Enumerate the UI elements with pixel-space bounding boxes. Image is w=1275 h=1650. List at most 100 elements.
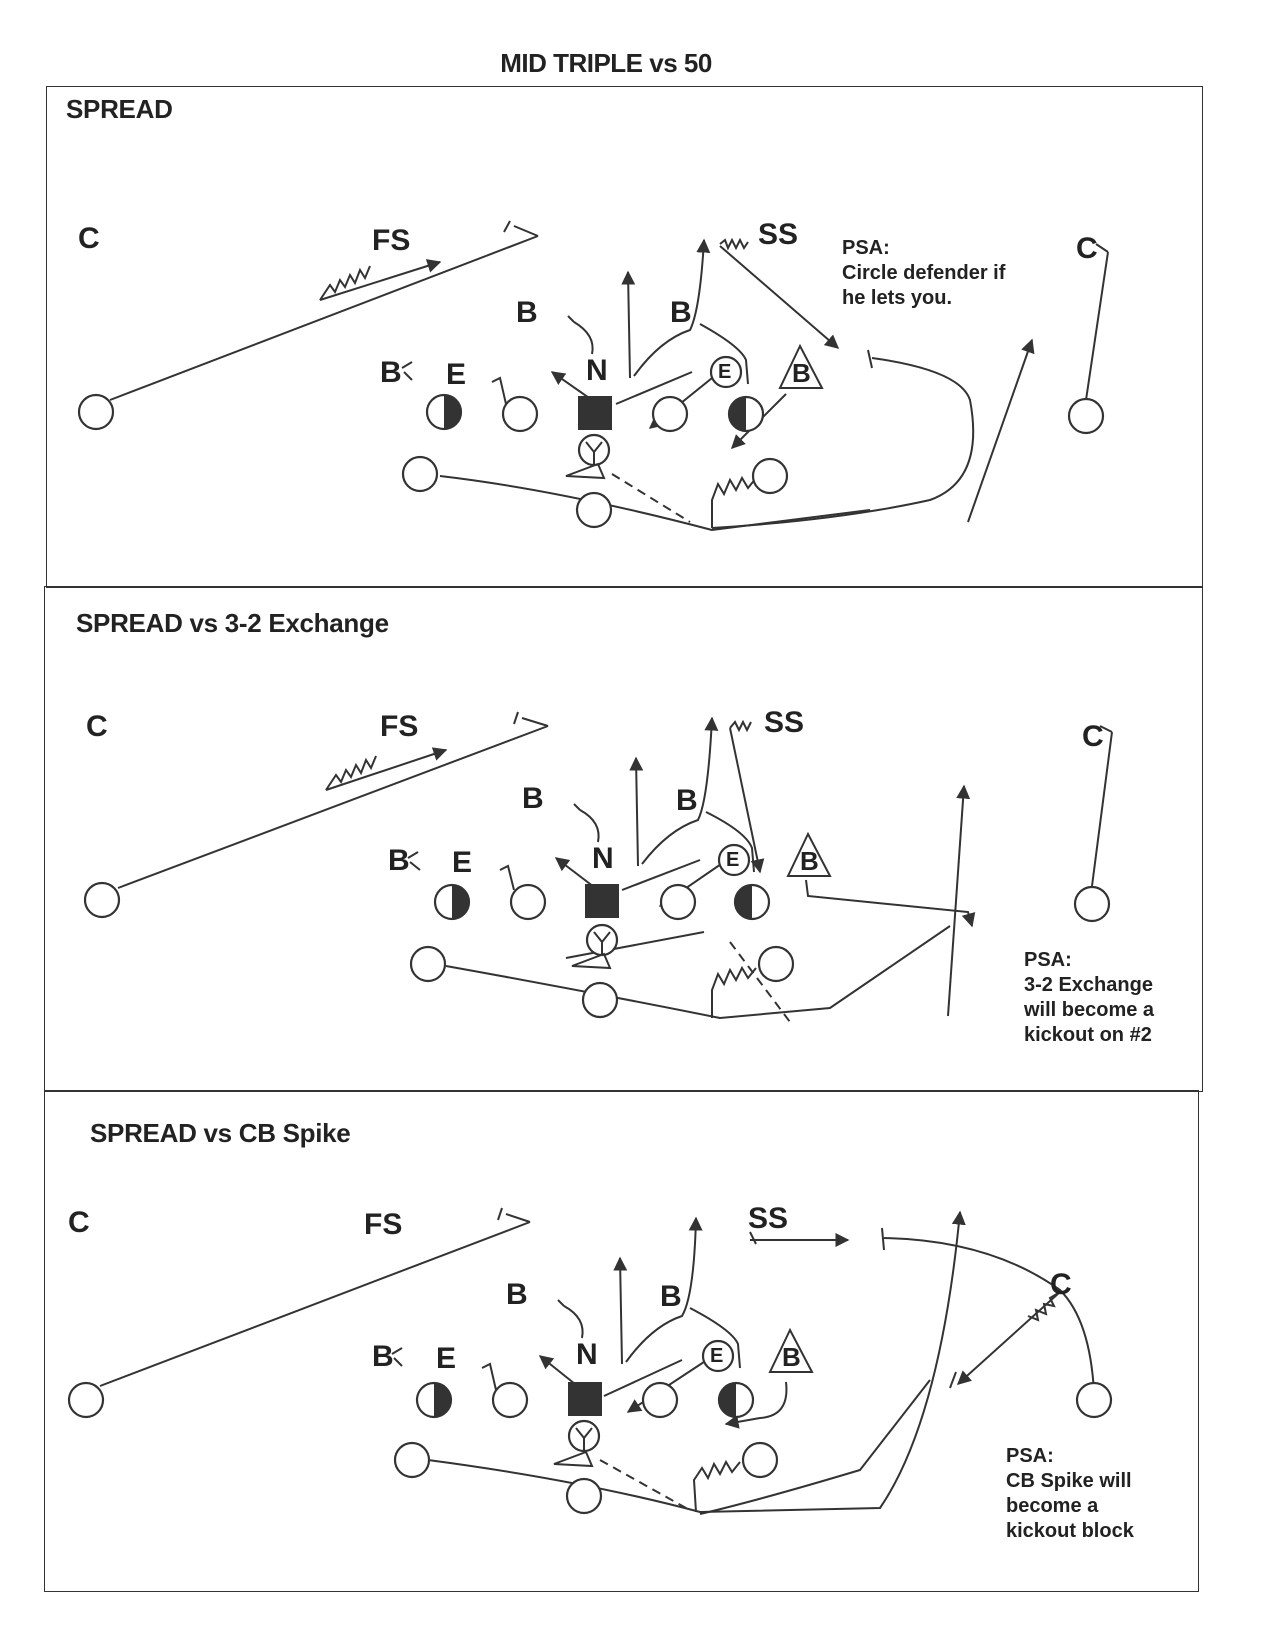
slot-left [401, 455, 439, 493]
slot-right [741, 1441, 779, 1479]
pitch-path [711, 357, 975, 529]
linebacker-right-label: B [676, 784, 698, 817]
center-release [629, 756, 644, 867]
te-seam [625, 1216, 703, 1363]
guard-block [481, 1362, 497, 1391]
end-circle [701, 1339, 735, 1373]
half-filled-marker [452, 885, 469, 919]
wr-left-route [109, 235, 539, 401]
page-title: MID TRIPLE vs 50 [500, 48, 712, 78]
block-mark [497, 1207, 531, 1223]
guard-right [651, 395, 689, 433]
half-filled-marker [719, 1383, 736, 1417]
backer-left-label: B [380, 356, 402, 389]
lb-scrape [573, 803, 600, 843]
qb-y-mark [575, 1427, 593, 1450]
linebacker-left-label: B [506, 1278, 528, 1311]
guard-block [491, 376, 507, 405]
end-left-label: E [452, 846, 473, 879]
cornerback-right-label: C [1082, 720, 1104, 753]
nose-label: N [592, 842, 614, 875]
panel-title: SPREAD vs 3-2 Exchange [76, 608, 389, 638]
b-loop [689, 1307, 741, 1369]
backer-left-label: B [388, 844, 410, 877]
end-circle [717, 843, 751, 877]
panel-2-routes [117, 711, 1113, 1023]
linebacker-left-label: B [522, 782, 544, 815]
te-seam [633, 238, 711, 377]
triangle-backer-label: B [782, 1342, 801, 1372]
wr-left-route [117, 725, 549, 889]
free-safety-label: FS [372, 224, 411, 257]
linebacker-left-label: B [516, 296, 538, 329]
slot-left-path [445, 925, 951, 1020]
strong-safety-label: SS [758, 218, 799, 251]
half-filled-marker [735, 885, 752, 919]
ss-drop [719, 245, 840, 349]
guard-right [659, 883, 697, 921]
backer-left-label: B [372, 1340, 394, 1373]
b-block [401, 361, 413, 381]
b-triangle [786, 831, 832, 877]
receiver-right [1067, 397, 1105, 435]
mesh-dash [599, 1459, 687, 1509]
receiver-right [1073, 885, 1111, 923]
cornerback-left-label: C [86, 710, 108, 743]
b-loop [699, 323, 749, 385]
te-seam [641, 716, 719, 865]
b-block [391, 1347, 403, 1367]
end-circle [709, 355, 743, 389]
panel-3-routes [99, 1207, 1095, 1515]
psa-note: PSA: CB Spike will become a kickout bloc… [1006, 1445, 1134, 1542]
pitch-release [947, 784, 971, 1017]
qb-triangle [553, 1450, 594, 1468]
wr-right-route [1085, 243, 1109, 401]
slot-right [751, 457, 789, 495]
center-square [585, 884, 619, 918]
guard-left [509, 883, 547, 921]
qb-to-e [615, 371, 693, 405]
slot-left [393, 1441, 431, 1479]
slot-right-zigzag [692, 1459, 741, 1513]
pitch-path [427, 1210, 966, 1514]
center-block [550, 371, 593, 401]
linebacker-right-label: B [670, 296, 692, 329]
fs-motion-zigzag [325, 755, 377, 791]
cornerback-right-label: C [1050, 1268, 1072, 1301]
wr-left-route [99, 1221, 531, 1387]
ss-drop [729, 727, 765, 874]
fs-rotation-arrow [325, 747, 448, 791]
panel-3-players [67, 1327, 1113, 1515]
qb-triangle [565, 462, 606, 480]
end-left-label: E [436, 1342, 457, 1375]
psa-note: PSA: Circle defender if he lets you. [842, 237, 1006, 309]
center-release [613, 1256, 628, 1365]
half-filled-marker [729, 397, 746, 431]
strong-safety-label: SS [764, 706, 805, 739]
slot-right-zigzag [711, 965, 757, 1018]
slot-left-path [439, 475, 871, 532]
triangle-backer-label: B [792, 358, 811, 388]
slot-right [757, 945, 795, 983]
block-mark [513, 711, 549, 727]
fullback [565, 1477, 603, 1515]
center-release [621, 270, 636, 379]
cornerback-left-label: C [68, 1206, 90, 1239]
free-safety-label: FS [380, 710, 419, 743]
qb-lead-path [565, 931, 705, 959]
center-square [578, 396, 612, 430]
kickout-mark [949, 1371, 957, 1389]
half-filled-marker [434, 1383, 451, 1417]
nose-label: N [586, 354, 608, 387]
b-triangle-path [805, 879, 976, 928]
qb-triangle [571, 952, 612, 970]
ss-marks [749, 1227, 885, 1251]
receiver-left [83, 881, 121, 919]
ss-zigzag [719, 237, 749, 251]
b-block [407, 851, 421, 871]
fullback [575, 491, 613, 529]
receiver-left [67, 1381, 105, 1419]
play-panel-cb-spike [44, 1090, 1199, 1592]
panel-title: SPREAD [66, 94, 173, 124]
